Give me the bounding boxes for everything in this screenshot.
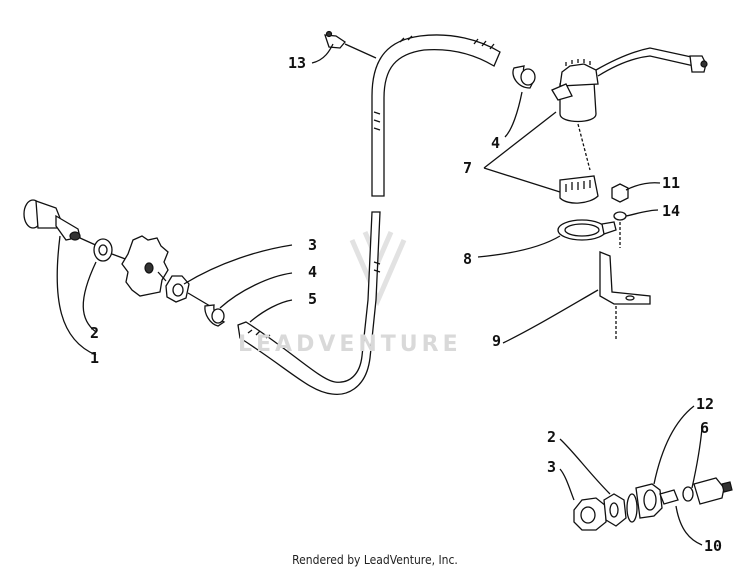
callout-4-top: 4 [491,134,501,152]
washer-part [93,238,129,262]
hose-clamp-part [557,219,617,241]
callout-1: 1 [90,349,100,367]
callout-3-left: 3 [308,236,318,254]
callout-9: 9 [492,332,502,350]
callout-3-bottom: 3 [547,458,557,476]
clamp-part-top [512,65,536,89]
callout-11: 11 [662,174,681,192]
spring-clip-part [559,175,599,204]
callout-2-left: 2 [90,324,100,342]
callout-7: 7 [463,159,473,177]
callout-5: 5 [308,290,318,308]
callout-2-bottom: 2 [547,428,557,446]
nut-part [165,275,211,307]
star-bracket-part [121,235,169,297]
callout-14: 14 [662,202,681,220]
credit-text: Rendered by LeadVenture, Inc. [292,553,458,567]
callout-4-left: 4 [308,263,318,281]
callout-6: 6 [700,419,710,437]
sensor-part [551,47,708,171]
callout-8: 8 [463,250,473,268]
callout-13: 13 [288,54,307,72]
watermark-text: LEADVENTURE [238,332,462,357]
knob-part [23,199,101,248]
leader-lines [56,43,703,546]
callout-12: 12 [696,395,715,413]
nut-washer-part [611,183,629,248]
lower-switch-assembly [573,477,733,531]
clamp-part-left [204,304,226,327]
callout-10: 10 [704,537,723,555]
cable-hose [237,30,501,395]
mounting-bracket-part [599,251,651,340]
